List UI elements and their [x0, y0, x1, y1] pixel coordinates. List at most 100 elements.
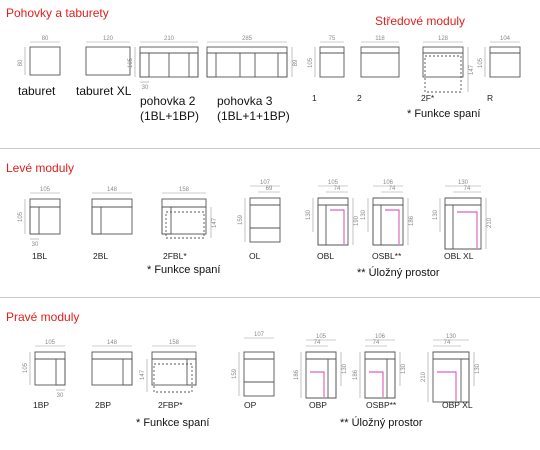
- dim-label: 74: [314, 340, 321, 346]
- dim-label: 128: [438, 36, 449, 42]
- dim-label: 69: [266, 186, 273, 192]
- dim-label: 210: [487, 217, 493, 228]
- module-ol-drawing: [249, 197, 281, 243]
- dim-label: 30: [142, 85, 149, 91]
- dim-label: 30: [57, 393, 64, 399]
- label-module-1: 1: [312, 93, 317, 103]
- dim-label: 105: [18, 211, 24, 222]
- dim-label: 120: [103, 36, 114, 42]
- label-obp: OBP: [309, 400, 327, 410]
- pohovka3-drawing: [206, 46, 288, 78]
- section-divider: [0, 297, 540, 298]
- dim-label: 159: [238, 214, 244, 225]
- dim-label: 186: [409, 215, 415, 226]
- label-2bp: 2BP: [95, 400, 112, 410]
- dim-label: 210: [421, 371, 427, 382]
- label-obl: OBL: [317, 251, 335, 261]
- label-module-r: R: [487, 93, 494, 103]
- dim-label: 105: [23, 362, 29, 373]
- taburet-drawing: [29, 46, 61, 76]
- label-pohovka-2: pohovka 2: [140, 94, 196, 108]
- label-2fbp: 2FBP*: [158, 400, 183, 410]
- module-2bl-drawing: [91, 198, 133, 235]
- dim-label: 147: [140, 369, 146, 380]
- dim-label: 107: [254, 332, 265, 338]
- dim-label: 106: [375, 334, 386, 340]
- dim-label: 147: [212, 217, 218, 228]
- dim-label: 105: [478, 57, 484, 68]
- label-osbl: OSBL**: [372, 251, 402, 261]
- module-op-drawing: [243, 351, 275, 397]
- dim-label: 159: [232, 368, 238, 379]
- dim-label: 130: [433, 209, 439, 220]
- module-2f-drawing: [422, 46, 464, 93]
- label-module-2: 2: [357, 93, 362, 103]
- dim-label: 106: [383, 180, 394, 186]
- module-oblxl-drawing: [444, 197, 482, 250]
- dim-label: 80: [18, 59, 24, 66]
- label-taburet-xl: taburet XL: [76, 84, 132, 98]
- dim-label: 148: [107, 340, 118, 346]
- dim-label: 190: [354, 215, 360, 226]
- label-osbp: OSBP**: [366, 400, 397, 410]
- dim-label: 74: [334, 186, 341, 192]
- label-obl-xl: OBL XL: [444, 251, 474, 261]
- dim-label: 130: [306, 209, 312, 220]
- label-pohovka-3-composition: (1BL+1+1BP): [217, 109, 290, 123]
- dim-label: 148: [107, 187, 118, 193]
- label-pohovka-2-composition: (1BL+1BP): [140, 109, 200, 123]
- module-osbp-drawing: [364, 351, 396, 399]
- dim-label: 105: [328, 180, 339, 186]
- dim-label: 130: [475, 363, 481, 374]
- module-2-drawing: [360, 46, 400, 78]
- label-1bp: 1BP: [33, 400, 50, 410]
- note-sleep-function: * Funkce spaní: [407, 108, 481, 120]
- module-osbl-drawing: [372, 197, 404, 246]
- dim-label: 104: [500, 36, 511, 42]
- label-op: OP: [244, 400, 257, 410]
- dim-label: 130: [446, 334, 457, 340]
- module-r-drawing: [489, 46, 521, 78]
- dim-label: 107: [260, 180, 271, 186]
- label-taburet: taburet: [18, 84, 56, 98]
- dim-label: 285: [242, 36, 253, 42]
- label-pohovka-3: pohovka 3: [217, 94, 273, 108]
- dim-label: 105: [308, 57, 314, 68]
- dim-label: 74: [389, 186, 396, 192]
- module-obp-drawing: [305, 351, 337, 399]
- taburet-xl-drawing: [85, 46, 131, 76]
- module-2fbp-drawing: [151, 351, 197, 393]
- module-2fbl-drawing: [161, 198, 207, 239]
- note-sleep-function: * Funkce spaní: [147, 264, 221, 276]
- dim-label: 89: [293, 59, 299, 66]
- dim-label: 105: [45, 340, 56, 346]
- section-heading-middle-modules: Středové moduly: [375, 14, 466, 28]
- dim-label: 147: [469, 64, 475, 75]
- note-storage: ** Úložný prostor: [340, 417, 423, 429]
- module-2bp-drawing: [91, 351, 133, 386]
- dim-label: 118: [375, 36, 385, 42]
- dim-label: 210: [164, 36, 175, 42]
- dim-label: 158: [169, 340, 180, 346]
- dim-label: 105: [316, 334, 327, 340]
- dim-label: 75: [329, 36, 336, 42]
- dim-label: 186: [353, 369, 359, 380]
- dim-label: 130: [361, 209, 367, 220]
- dim-label: 130: [458, 180, 469, 186]
- dim-label: 186: [294, 369, 300, 380]
- section-heading-sofas: Pohovky a taburety: [6, 6, 109, 20]
- dim-label: 105: [40, 187, 51, 193]
- section-heading-left-modules: Levé moduly: [6, 161, 75, 175]
- dim-label: 30: [32, 242, 39, 248]
- label-ol: OL: [249, 251, 261, 261]
- dim-label: 80: [42, 36, 49, 42]
- label-module-2f: 2F*: [421, 93, 435, 103]
- pohovka2-drawing: [139, 46, 199, 78]
- module-obl-drawing: [317, 197, 349, 246]
- section-heading-right-modules: Pravé moduly: [6, 310, 80, 324]
- dim-label: 74: [464, 186, 471, 192]
- dim-label: 130: [342, 363, 348, 374]
- label-2fbl: 2FBL*: [163, 251, 187, 261]
- section-divider: [0, 148, 540, 149]
